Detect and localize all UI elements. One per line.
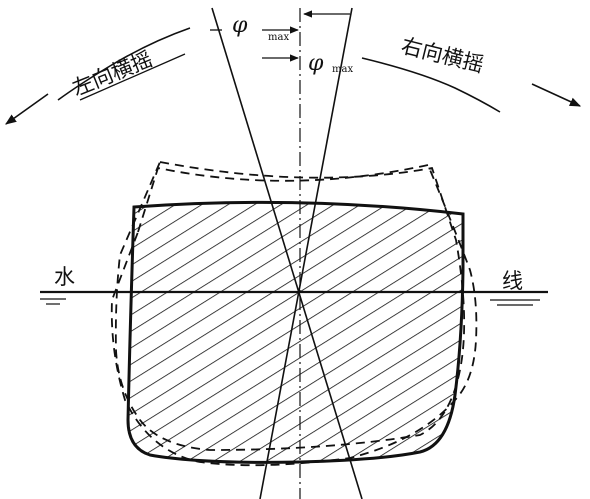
centerline-tilted-right [259, 7, 353, 499]
roll-right-arrow [531, 83, 582, 107]
roll-left-arc [57, 27, 191, 101]
label-phi-max-2: φ [308, 51, 324, 76]
label-phi-max-1: φ [232, 13, 248, 38]
water-surface-marks-left [40, 298, 66, 305]
label-water-left: 水 [54, 265, 75, 289]
centerline-tilted-left [211, 7, 363, 499]
roll-left-arrow [5, 93, 49, 125]
label-phi-max-2-subscript: max [332, 64, 353, 75]
hull-upright [126, 200, 465, 464]
label-phi-max-1-subscript: max [268, 32, 289, 43]
roll-right-arc [361, 57, 501, 113]
label-water-right: 线 [502, 269, 523, 293]
water-surface-marks-right [490, 299, 540, 306]
angle-arrows-phi-max-right [262, 10, 350, 62]
label-roll-left: 左向横摇 [69, 47, 156, 101]
label-roll-right: 右向横摇 [399, 34, 486, 78]
roll-left-underline [79, 53, 186, 101]
hull-heeled-right [110, 163, 478, 467]
